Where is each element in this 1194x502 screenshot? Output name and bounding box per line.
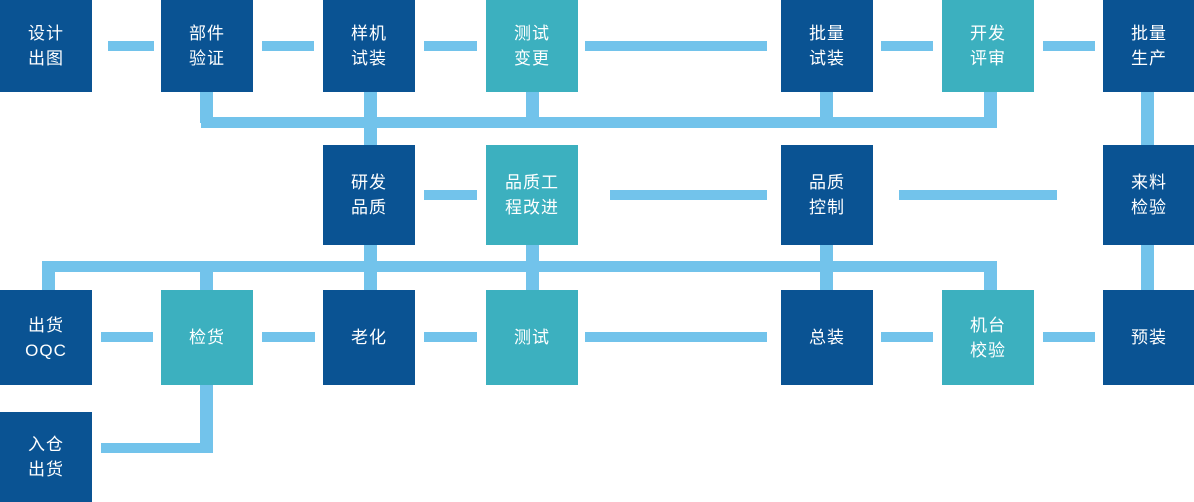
node-line-2: 控制 bbox=[809, 198, 845, 217]
node-prototype-trial-assembly[interactable]: 样机 试装 bbox=[323, 0, 415, 92]
connector-inspection-to-aging bbox=[262, 332, 315, 342]
connector-stub-review-down bbox=[984, 92, 997, 123]
node-incoming-inspection[interactable]: 来料 检验 bbox=[1103, 145, 1194, 245]
node-line-1: 设计 bbox=[28, 24, 64, 43]
node-machine-calibration[interactable]: 机台 校验 bbox=[942, 290, 1034, 385]
node-line-1: 品质工 bbox=[505, 173, 559, 192]
node-mass-production[interactable]: 批量 生产 bbox=[1103, 0, 1194, 92]
node-line-2: 变更 bbox=[514, 49, 550, 68]
node-development-review[interactable]: 开发 评审 bbox=[942, 0, 1034, 92]
connector-stub-batch-trial-down bbox=[820, 92, 833, 123]
node-line-1: 测试 bbox=[514, 328, 550, 347]
node-line-2: 生产 bbox=[1131, 49, 1167, 68]
node-line-1: 批量 bbox=[1131, 24, 1167, 43]
node-quality-engineering-improvement[interactable]: 品质工 程改进 bbox=[486, 145, 578, 245]
node-component-verification[interactable]: 部件 验证 bbox=[161, 0, 253, 92]
node-quality-control[interactable]: 品质 控制 bbox=[781, 145, 873, 245]
connector-bus-row1-row2 bbox=[201, 117, 997, 128]
node-warehouse-shipment[interactable]: 入仓 出货 bbox=[0, 412, 92, 502]
node-line-2: 程改进 bbox=[505, 198, 559, 217]
node-line-1: 测试 bbox=[514, 24, 550, 43]
node-line-2: 试装 bbox=[809, 49, 845, 68]
node-line-2: 试装 bbox=[351, 49, 387, 68]
connector-stub-test-change-down bbox=[526, 92, 539, 123]
connector-aging-to-test bbox=[424, 332, 477, 342]
connector-bus-row2-row3 bbox=[42, 261, 997, 272]
node-line-2: 评审 bbox=[970, 49, 1006, 68]
node-final-assembly[interactable]: 总装 bbox=[781, 290, 873, 385]
node-line-1: 入仓 bbox=[28, 435, 64, 454]
connector-quality-control-to-incoming bbox=[899, 190, 1057, 200]
connector-test-to-final-assembly bbox=[585, 332, 767, 342]
node-line-1: 预装 bbox=[1131, 328, 1167, 347]
connector-mass-production-to-incoming bbox=[1141, 92, 1154, 145]
node-line-1: 样机 bbox=[351, 24, 387, 43]
connector-incoming-to-pre-assembly bbox=[1141, 245, 1154, 290]
connector-stub-component-down bbox=[200, 92, 213, 123]
connector-rd-quality-to-qe-improvement bbox=[424, 190, 477, 200]
node-line-2: 品质 bbox=[351, 198, 387, 217]
node-line-2: 校验 bbox=[970, 340, 1006, 360]
node-pre-assembly[interactable]: 预装 bbox=[1103, 290, 1194, 385]
node-line-1: 部件 bbox=[189, 24, 225, 43]
node-line-1: 品质 bbox=[809, 173, 845, 192]
connector-prototype-to-test bbox=[424, 41, 477, 51]
node-line-1: 开发 bbox=[970, 24, 1006, 43]
node-line-2: 出图 bbox=[28, 49, 64, 68]
node-line-1: 总装 bbox=[809, 328, 845, 347]
node-line-1: 机台 bbox=[970, 315, 1006, 335]
node-line-1: 批量 bbox=[809, 24, 845, 43]
node-outgoing-oqc[interactable]: 出货 OQC bbox=[0, 290, 92, 385]
connector-final-assembly-to-calibration bbox=[881, 332, 933, 342]
connector-review-to-mass-production bbox=[1043, 41, 1095, 51]
node-design-drawing[interactable]: 设计 出图 bbox=[0, 0, 92, 92]
node-line-2: 验证 bbox=[189, 49, 225, 68]
connector-inspection-down bbox=[200, 385, 213, 453]
node-line-2: 出货 bbox=[28, 460, 64, 479]
node-line-2: 检验 bbox=[1131, 198, 1167, 217]
node-line-1: 来料 bbox=[1131, 173, 1167, 192]
connector-calibration-to-pre-assembly bbox=[1043, 332, 1095, 342]
node-line-1: 出货 bbox=[28, 315, 64, 335]
connector-component-to-prototype bbox=[262, 41, 314, 51]
connector-inspection-to-warehouse-shipment bbox=[101, 443, 208, 453]
node-line-1: 研发 bbox=[351, 173, 387, 192]
connector-batch-trial-to-review bbox=[881, 41, 933, 51]
connector-test-to-batch-trial bbox=[585, 41, 767, 51]
node-batch-trial-assembly[interactable]: 批量 试装 bbox=[781, 0, 873, 92]
node-test[interactable]: 测试 bbox=[486, 290, 578, 385]
connector-oqc-to-inspection bbox=[101, 332, 153, 342]
node-rd-quality[interactable]: 研发 品质 bbox=[323, 145, 415, 245]
node-goods-inspection[interactable]: 检货 bbox=[161, 290, 253, 385]
node-aging[interactable]: 老化 bbox=[323, 290, 415, 385]
node-line-2: OQC bbox=[25, 340, 67, 360]
node-test-change[interactable]: 测试 变更 bbox=[486, 0, 578, 92]
connector-qe-improvement-to-quality-control bbox=[610, 190, 767, 200]
node-line-1: 检货 bbox=[189, 328, 225, 347]
connector-design-to-component bbox=[108, 41, 154, 51]
node-line-1: 老化 bbox=[351, 328, 387, 347]
